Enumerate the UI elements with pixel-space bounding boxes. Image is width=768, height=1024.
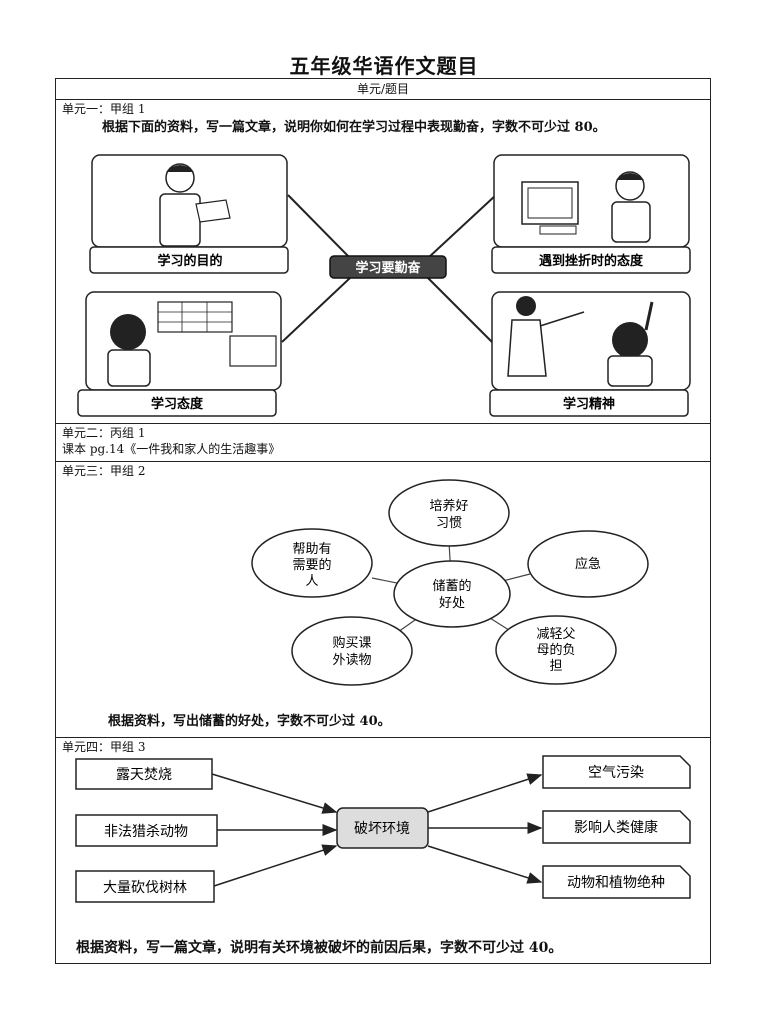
column-header: 单元/题目 (356, 82, 410, 96)
bubble-center: 储蓄的 好处 (393, 560, 511, 628)
effect-box: 动物和植物绝种 (542, 865, 691, 899)
svg-text:影响人类健康: 影响人类健康 (574, 819, 658, 836)
unit3-instruction: 根据资料，写出储蓄的好处，字数不可少过 40。 (108, 714, 391, 729)
unit1-center: 学习要勤奋 (329, 255, 447, 279)
panel-label: 遇到挫折时的态度 (539, 253, 644, 269)
center-box: 破坏环境 (336, 807, 429, 849)
unit2-label: 单元二：丙组 1 (62, 426, 146, 440)
svg-text:空气污染: 空气污染 (588, 765, 644, 781)
svg-text:减轻父: 减轻父 (536, 627, 575, 642)
svg-text:母的负: 母的负 (536, 642, 575, 658)
panel-label: 学习态度 (151, 396, 204, 412)
svg-text:购买课: 购买课 (332, 635, 371, 651)
effect-box: 空气污染 (542, 755, 691, 789)
row-divider (56, 99, 710, 100)
unit3-bubble-diagram: 培养好 习惯 应急 减轻父 母的负 担 购买课 外读物 帮助有 需要的 人 储蓄… (251, 479, 649, 686)
worksheet-table: 单元/题目 单元一：甲组 1 根据下面的资料，写一篇文章，说明你如何在学习过程中… (55, 78, 711, 964)
svg-text:储蓄的: 储蓄的 (432, 578, 471, 594)
svg-text:帮助有: 帮助有 (292, 542, 331, 557)
panel-study-purpose: 学习的目的 (89, 154, 289, 274)
svg-text:露天焚烧: 露天焚烧 (116, 767, 172, 783)
panel-study-attitude: 学习态度 (77, 291, 282, 417)
svg-text:培养好: 培养好 (429, 498, 468, 514)
bubble-good-habits: 培养好 习惯 (388, 479, 510, 547)
svg-text:担: 担 (549, 659, 562, 674)
cause-box: 非法猎杀动物 (75, 814, 218, 847)
svg-text:习惯: 习惯 (436, 515, 462, 531)
row-divider (56, 423, 710, 424)
svg-text:动物和植物绝种: 动物和植物绝种 (567, 875, 665, 891)
unit1-label: 单元一：甲组 1 (62, 102, 146, 116)
effect-box: 影响人类健康 (542, 810, 691, 844)
bubble-emergency: 应急 (527, 530, 649, 598)
cause-box: 露天焚烧 (75, 758, 213, 790)
row-divider (56, 737, 710, 738)
unit2-text: 课本 pg.14《一件我和家人的生活趣事》 (62, 442, 281, 456)
panel-label: 学习精神 (563, 396, 615, 412)
bubble-buy-books: 购买课 外读物 (291, 616, 413, 686)
bubble-help-needy: 帮助有 需要的 人 (251, 528, 373, 598)
row-divider (56, 461, 710, 462)
unit4-label: 单元四：甲组 3 (62, 740, 146, 754)
page-title: 五年级华语作文题目 (289, 54, 479, 78)
svg-text:应急: 应急 (575, 556, 601, 572)
panel-label: 学习的目的 (157, 253, 222, 269)
svg-text:人: 人 (305, 574, 318, 589)
svg-text:外读物: 外读物 (332, 653, 371, 668)
bubble-ease-parents: 减轻父 母的负 担 (495, 615, 617, 685)
svg-text:大量砍伐树林: 大量砍伐树林 (103, 880, 187, 896)
svg-text:需要的: 需要的 (292, 557, 331, 573)
svg-text:好处: 好处 (439, 596, 465, 611)
panel-setback-attitude: 遇到挫折时的态度 (491, 154, 691, 274)
svg-text:破坏环境: 破坏环境 (354, 821, 410, 837)
unit1-mindmap: 学习的目的 遇到挫折时的态度 学习要勤奋 (77, 154, 691, 417)
svg-text:非法猎杀动物: 非法猎杀动物 (104, 824, 188, 840)
panel-study-spirit: 学习精神 (489, 291, 691, 417)
unit4-instruction: 根据资料，写一篇文章，说明有关环境被破坏的前因后果，字数不可少过 40。 (76, 940, 563, 956)
unit1-instruction: 根据下面的资料，写一篇文章，说明你如何在学习过程中表现勤奋，字数不可少过 80。 (102, 120, 606, 135)
center-label: 学习要勤奋 (355, 260, 421, 276)
unit4-cause-effect: 露天焚烧 非法猎杀动物 大量砍伐树林 破坏环境 空气污染 影响人类健康 动物和植… (75, 755, 691, 903)
cause-box: 大量砍伐树林 (75, 870, 215, 903)
unit3-label: 单元三：甲组 2 (62, 464, 146, 478)
